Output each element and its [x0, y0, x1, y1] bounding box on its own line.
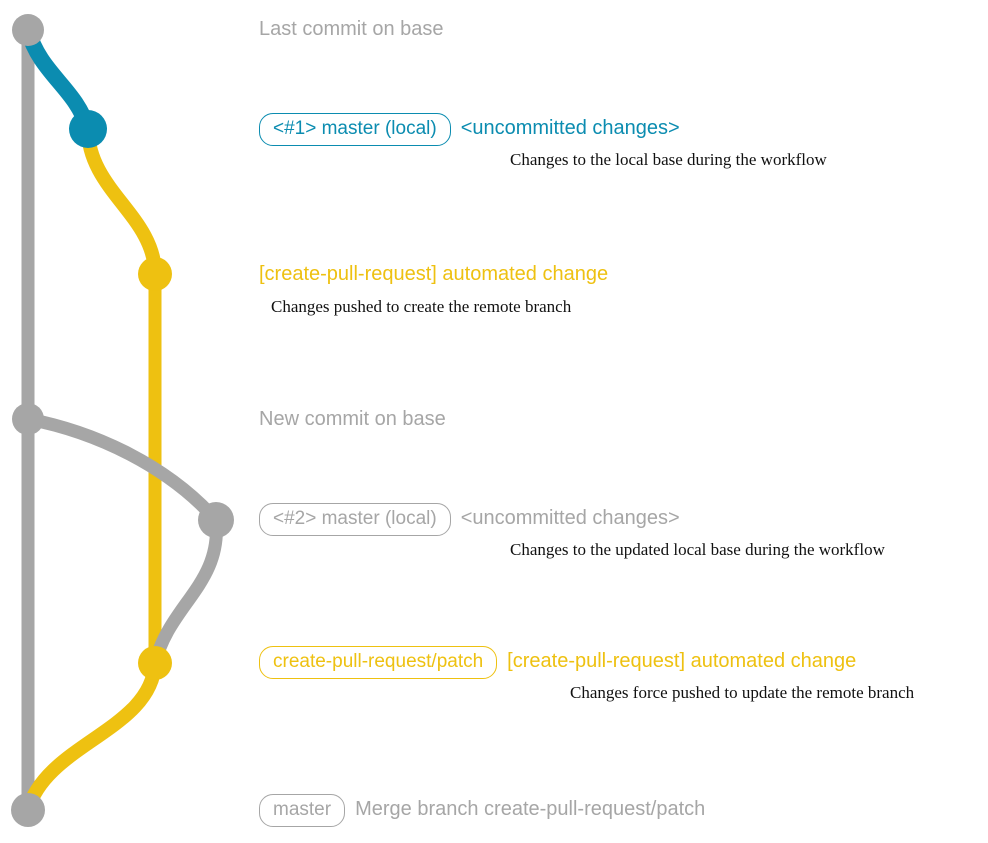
commit-node-automated-change-push[interactable] [138, 257, 172, 291]
commit-node-local-uncommitted-2[interactable] [198, 502, 234, 538]
commit-description-automated-change-push: Changes pushed to create the remote bran… [271, 297, 572, 316]
commit-subject-merge-commit: Merge branch create-pull-request/patch [355, 798, 706, 820]
local-branch-line-2 [21, 412, 223, 527]
remote-branch-line-upper [81, 122, 162, 281]
commit-subject-automated-change-push: [create-pull-request] automated change [259, 263, 609, 285]
commit-node-new-commit-on-base[interactable] [12, 403, 44, 435]
merge-line [21, 656, 162, 817]
branch-badge-master[interactable]: master [259, 794, 346, 827]
commit-subject-new-commit-on-base: New commit on base [259, 408, 446, 430]
commit-row-local-uncommitted-2: <#2> master (local) <uncommitted changes… [259, 503, 680, 536]
commit-subject-local-uncommitted-2: <uncommitted changes> [460, 507, 680, 529]
branch-badge-local-2[interactable]: <#2> master (local) [259, 503, 451, 536]
commit-description-local-uncommitted-1: Changes to the local base during the wor… [510, 150, 827, 169]
local-to-remote-line [148, 513, 223, 670]
commit-node-automated-change-force-push[interactable] [138, 646, 172, 680]
commit-subject-last-commit-on-base: Last commit on base [259, 18, 444, 40]
commit-row-automated-change-force-push: create-pull-request/patch [create-pull-r… [259, 646, 856, 679]
commit-node-last-commit-on-base[interactable] [12, 14, 44, 46]
commit-row-merge-commit: master Merge branch create-pull-request/… [259, 794, 705, 827]
branch-badge-local-1[interactable]: <#1> master (local) [259, 113, 451, 146]
commit-subject-automated-change-force-push: [create-pull-request] automated change [507, 650, 857, 672]
branch-badge-remote-patch[interactable]: create-pull-request/patch [259, 646, 498, 679]
commit-description-local-uncommitted-2: Changes to the updated local base during… [510, 540, 885, 559]
commit-row-local-uncommitted-1: <#1> master (local) <uncommitted changes… [259, 113, 680, 146]
commit-node-merge-commit[interactable] [11, 793, 45, 827]
commit-node-local-uncommitted-1[interactable] [69, 110, 107, 148]
commit-description-automated-change-force-push: Changes force pushed to update the remot… [570, 683, 915, 702]
commit-subject-local-uncommitted-1: <uncommitted changes> [460, 117, 680, 139]
